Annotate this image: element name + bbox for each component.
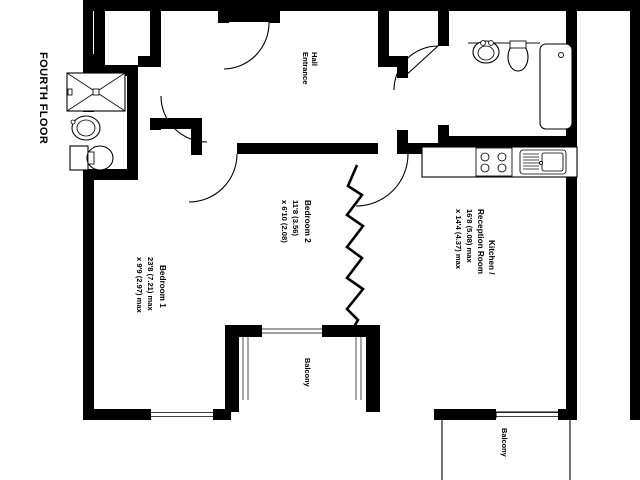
room-label-kitchen-dim2: x 14'4 (4.37) max (454, 209, 463, 270)
room-label-kitchen-line2: Reception Room (476, 209, 485, 274)
wall-hall-right-stub (378, 56, 408, 67)
wall-left-outer (83, 54, 94, 420)
wall-balcony-left (225, 337, 239, 412)
wall-left-upper-stub (94, 0, 105, 56)
toilet-connector-icon (87, 151, 95, 165)
wash-basin-bowl-icon (76, 119, 96, 137)
basin-2-tap-icon (480, 40, 486, 46)
bathroom-2-fixtures (449, 22, 573, 136)
wall-bath1-bottom (94, 169, 138, 180)
hob-burner-1-icon (480, 152, 490, 162)
door-swings (132, 22, 439, 207)
room-label-bedroom-1-name: Bedroom 1 (158, 265, 167, 308)
hob-burner-3-icon (480, 163, 490, 173)
room-label-bedroom-2-dim1: 11'8 (3.56) (291, 200, 300, 236)
shower-drain-icon (92, 88, 100, 96)
window-reception (496, 409, 558, 420)
door-arc-bathroom2 (393, 45, 439, 91)
room-label-entrance-hall-line2: Hall (310, 52, 319, 66)
door-leaf-bathroom2 (403, 45, 439, 78)
wall-balcony-right-foot (366, 400, 380, 412)
sink-tap-icon (538, 160, 544, 166)
wall-hall-jamb-a (218, 11, 229, 23)
window-balcony-left (239, 337, 253, 400)
wall-balcony-corner-left (225, 325, 237, 337)
floor-label: FOURTH FLOOR (37, 52, 49, 144)
basin-tap-icon (70, 119, 76, 125)
room-label-kitchen-dim1: 16'8 (5.08) max (465, 209, 474, 264)
wall-hall-top-a (229, 11, 269, 22)
wall-hall-right-upper (378, 11, 389, 67)
wall-corridor-left (397, 56, 408, 78)
wall-hall-jamb-b (269, 11, 280, 23)
kitchen-fixtures (421, 146, 578, 178)
wall-bottom-right-b (558, 409, 577, 420)
room-label-balcony-right: Balcony (500, 428, 509, 458)
room-label-bedroom-2-name: Bedroom 2 (303, 200, 312, 243)
kitchen-hob-icon (475, 147, 513, 177)
toilet-2-cistern-icon (509, 40, 527, 49)
door-arc-reception (355, 153, 409, 207)
window-balcony-top (262, 325, 322, 337)
room-label-kitchen-line1: Kitchen / (487, 240, 496, 275)
room-label-balcony-centre: Balcony (303, 358, 312, 388)
door-arc-hall-left (160, 95, 208, 143)
room-label-entrance-hall-line1: Entrance (301, 52, 310, 85)
window-balcony-right (352, 337, 366, 400)
plan-labels: FOURTH FLOOR Entrance Hall Bedroom 2 11'… (37, 52, 509, 458)
room-label-bedroom-1-dim1: 23'8 (7.21) max (146, 257, 155, 312)
wall-hall-bottom-left (150, 118, 202, 129)
wall-top (83, 0, 640, 11)
shower-control-icon (67, 88, 73, 96)
room-label-bedroom-1-dim2: x 9'9 (2.97) max (135, 257, 144, 314)
wall-balcony-left-foot (225, 400, 239, 412)
door-arc-hall-top (223, 22, 270, 70)
wall-balcony-top-right (322, 325, 380, 337)
toilet-cistern-icon (69, 145, 89, 171)
window-bedroom1 (151, 409, 213, 420)
room-label-bedroom-2-dim2: x 6'10 (2.08) (280, 200, 289, 243)
bathroom-1-fixtures (66, 72, 127, 171)
door-arc-bedroom2 (188, 153, 238, 203)
wall-bottom-left-b (213, 409, 231, 420)
wall-top-right-cap (577, 0, 640, 11)
wall-hall-left-stub (138, 56, 161, 67)
wall-bath2-left-lower (438, 125, 449, 143)
wall-hall-left-upper (150, 11, 161, 56)
wall-left-notch (83, 54, 105, 65)
wash-basin-2-bowl-icon (477, 45, 495, 61)
sink-bowl-icon (541, 152, 564, 172)
hob-burner-4-icon (497, 163, 507, 173)
wall-hall-left-drop (191, 129, 202, 155)
wall-corridor-left-lower (397, 130, 408, 154)
wall-balcony-right (366, 337, 380, 412)
wall-bottom-left-a (83, 409, 151, 420)
wall-bath2-left-upper (438, 11, 449, 46)
hob-burner-2-icon (497, 152, 507, 162)
wall-hall-bottom (237, 143, 378, 154)
wall-bath1-top-a (94, 65, 138, 76)
wall-right-outer (566, 0, 577, 420)
break-line-zigzag (345, 164, 365, 331)
balcony-right-structure (440, 411, 571, 480)
wall-bath2-bottom (438, 136, 577, 147)
basin-2-tap2-icon (488, 40, 494, 46)
bathtub-plug-icon (557, 51, 565, 59)
bathtub-icon (539, 43, 573, 130)
